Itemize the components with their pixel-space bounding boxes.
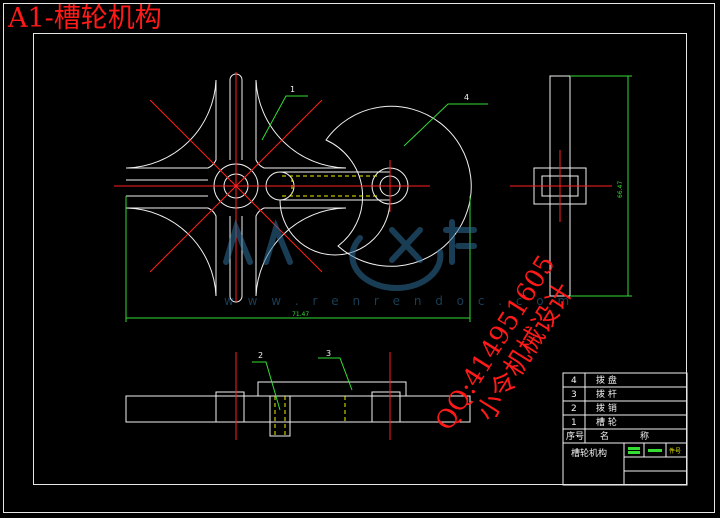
parts-header-no: 序号 bbox=[566, 432, 585, 442]
hidden-lines-top bbox=[274, 396, 346, 436]
balloon-labels: 1 4 2 3 bbox=[258, 85, 469, 360]
parts-row-4-no: 4 bbox=[571, 376, 577, 386]
dimension-width-value: 71.47 bbox=[292, 311, 309, 318]
drawing-name: 槽轮机构 bbox=[571, 449, 608, 459]
parts-header-name: 名 bbox=[600, 432, 610, 442]
center-lines-front bbox=[114, 72, 430, 302]
sheet-title: A1-槽轮机构 bbox=[8, 3, 162, 34]
top-view bbox=[125, 381, 471, 437]
leader-lines bbox=[252, 95, 488, 411]
wheel-lobe-bottom-right bbox=[255, 207, 347, 297]
driver-arm bbox=[279, 171, 391, 256]
parts-row-3-name: 拨 杆 bbox=[596, 390, 617, 400]
balloon-2: 2 bbox=[258, 351, 263, 360]
balloon-1: 1 bbox=[290, 85, 295, 94]
title-block-note: 件号 bbox=[669, 448, 682, 455]
wheel-lobe-top-right bbox=[255, 79, 347, 169]
parts-row-3-no: 3 bbox=[571, 390, 577, 400]
title-block-fills bbox=[628, 447, 662, 454]
parts-row-1-no: 1 bbox=[571, 418, 577, 428]
dimension-overall-width bbox=[125, 196, 471, 322]
center-lines-top bbox=[235, 352, 391, 440]
dimension-side-height bbox=[570, 75, 632, 297]
parts-row-2-name: 拨 销 bbox=[596, 404, 617, 414]
watermark-url: w w w . r e n r e n d o c . c o m bbox=[224, 294, 575, 308]
parts-row-1-name: 槽 轮 bbox=[596, 418, 617, 428]
parts-row-4-name: 拨 盘 bbox=[596, 376, 617, 386]
title-block bbox=[562, 372, 688, 486]
wheel-lobe-top-left bbox=[125, 79, 217, 169]
center-lines-side bbox=[510, 150, 612, 222]
parts-header-name2: 称 bbox=[640, 432, 650, 442]
balloon-4: 4 bbox=[464, 93, 469, 102]
parts-row-2-no: 2 bbox=[571, 404, 577, 414]
wheel-lobe-bottom-left bbox=[125, 207, 217, 297]
dimension-height-value: 66.47 bbox=[617, 181, 624, 198]
watermark-logo bbox=[223, 218, 477, 291]
balloon-3: 3 bbox=[326, 349, 331, 358]
sheet-outer-border bbox=[3, 3, 715, 513]
sheet-drawing-border bbox=[33, 33, 687, 485]
